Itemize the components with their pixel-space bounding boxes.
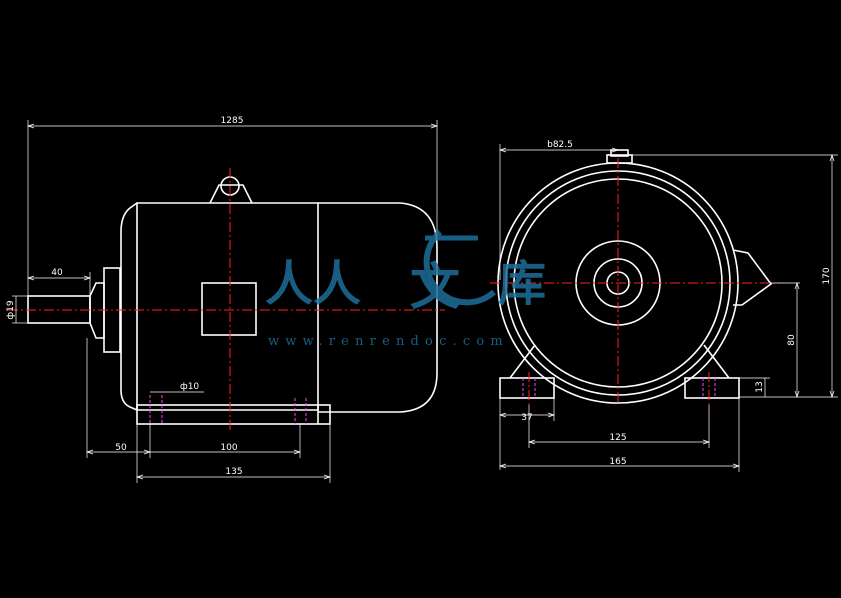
rear-cover (318, 202, 438, 413)
dim-shaft-diameter: ф19 (6, 300, 16, 319)
side-dimension-labels: 1285 40 ф19 ф10 50 100 135 (6, 116, 243, 477)
dim-foot-width: 37 (521, 413, 532, 423)
top-terminal-tab-inner (610, 149, 629, 157)
watermark-text-left: 人人 (265, 256, 361, 312)
side-centerlines (8, 168, 445, 432)
front-foot-left (499, 377, 555, 399)
front-mounting-holes (522, 378, 716, 398)
watermark: 人人 文 库 www.renrendoc.com (265, 229, 546, 349)
dim-total-height: 170 (822, 267, 832, 284)
dim-shaft-length: 40 (51, 268, 63, 278)
front-dimension-lines (498, 144, 838, 472)
dim-foot-spacing-front: 125 (609, 433, 626, 443)
watermark-text-wen: 文 (410, 257, 460, 316)
dim-center-height: 80 (787, 334, 797, 346)
terminal-box (201, 282, 257, 336)
dim-overall-width: 165 (609, 457, 626, 467)
dim-foot-length: 135 (225, 467, 242, 477)
front-dimension-labels: b82.5 170 80 13 37 125 165 (521, 140, 832, 467)
end-bell (120, 202, 138, 411)
side-view (27, 176, 438, 425)
dim-foot-thickness: 13 (755, 381, 765, 392)
side-dimension-lines (12, 120, 439, 483)
side-mounting-holes (149, 395, 307, 424)
foot-web-left (509, 344, 536, 379)
front-terminal-box (732, 249, 773, 306)
dim-hole-diameter: ф10 (180, 382, 199, 392)
lifting-eye-base (209, 184, 253, 204)
document-logo-icon (423, 229, 497, 306)
dim-overall-length: 1285 (221, 116, 244, 126)
front-centerlines (490, 158, 780, 405)
dim-foot-offset: 50 (115, 443, 127, 453)
watermark-text-right: 库 (498, 256, 546, 312)
foot-base (136, 404, 331, 425)
watermark-url: www.renrendoc.com (268, 334, 509, 349)
dim-foot-spacing-side: 100 (220, 443, 237, 453)
dim-flange-diameter: b82.5 (547, 140, 573, 150)
front-foot-right (684, 377, 740, 399)
